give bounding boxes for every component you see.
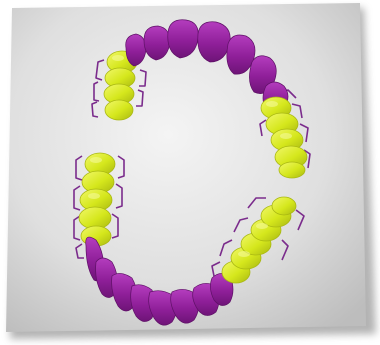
- dental-arch-figure: [0, 0, 380, 345]
- dental-arch-illustration: [0, 0, 380, 345]
